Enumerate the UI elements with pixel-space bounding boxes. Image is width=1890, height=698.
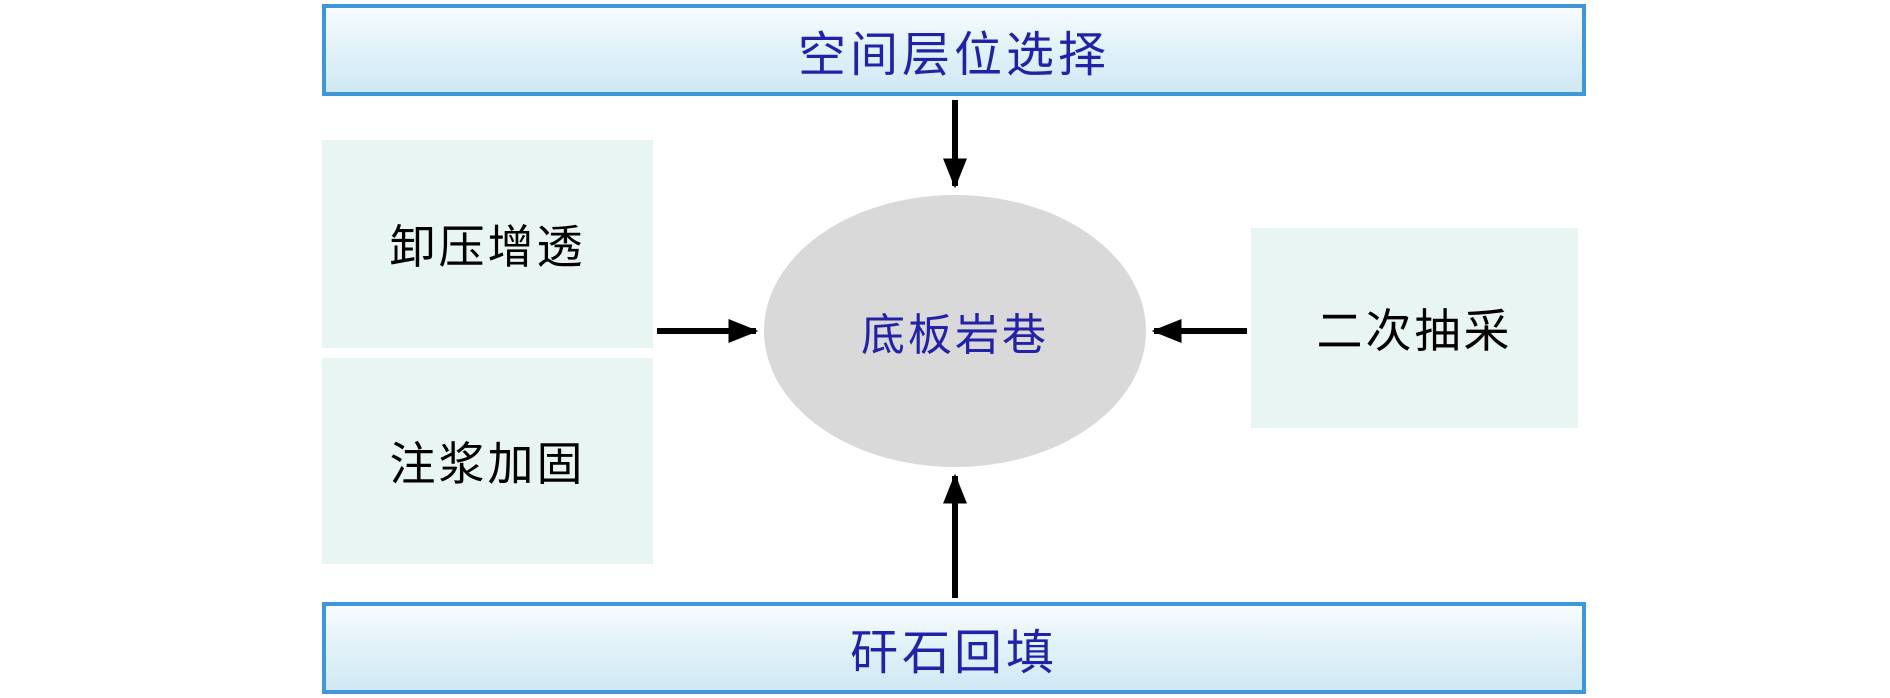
left-box-pressure-relief-label: 卸压增透 — [389, 222, 586, 273]
right-box-secondary-extraction: 二次抽采 — [1251, 228, 1578, 428]
top-bar: 空间层位选择 — [322, 4, 1586, 96]
top-bar-label: 空间层位选择 — [797, 29, 1110, 82]
right-box-secondary-extraction-label: 二次抽采 — [1316, 306, 1513, 357]
left-box-grouting-label: 注浆加固 — [389, 439, 586, 490]
bottom-bar: 矸石回填 — [322, 602, 1586, 694]
center-ellipse-node: 底板岩巷 — [764, 195, 1146, 467]
center-ellipse-label: 底板岩巷 — [861, 311, 1049, 360]
left-box-pressure-relief: 卸压增透 — [322, 140, 653, 348]
bottom-bar-label: 矸石回填 — [849, 627, 1058, 680]
left-box-grouting: 注浆加固 — [322, 358, 653, 564]
